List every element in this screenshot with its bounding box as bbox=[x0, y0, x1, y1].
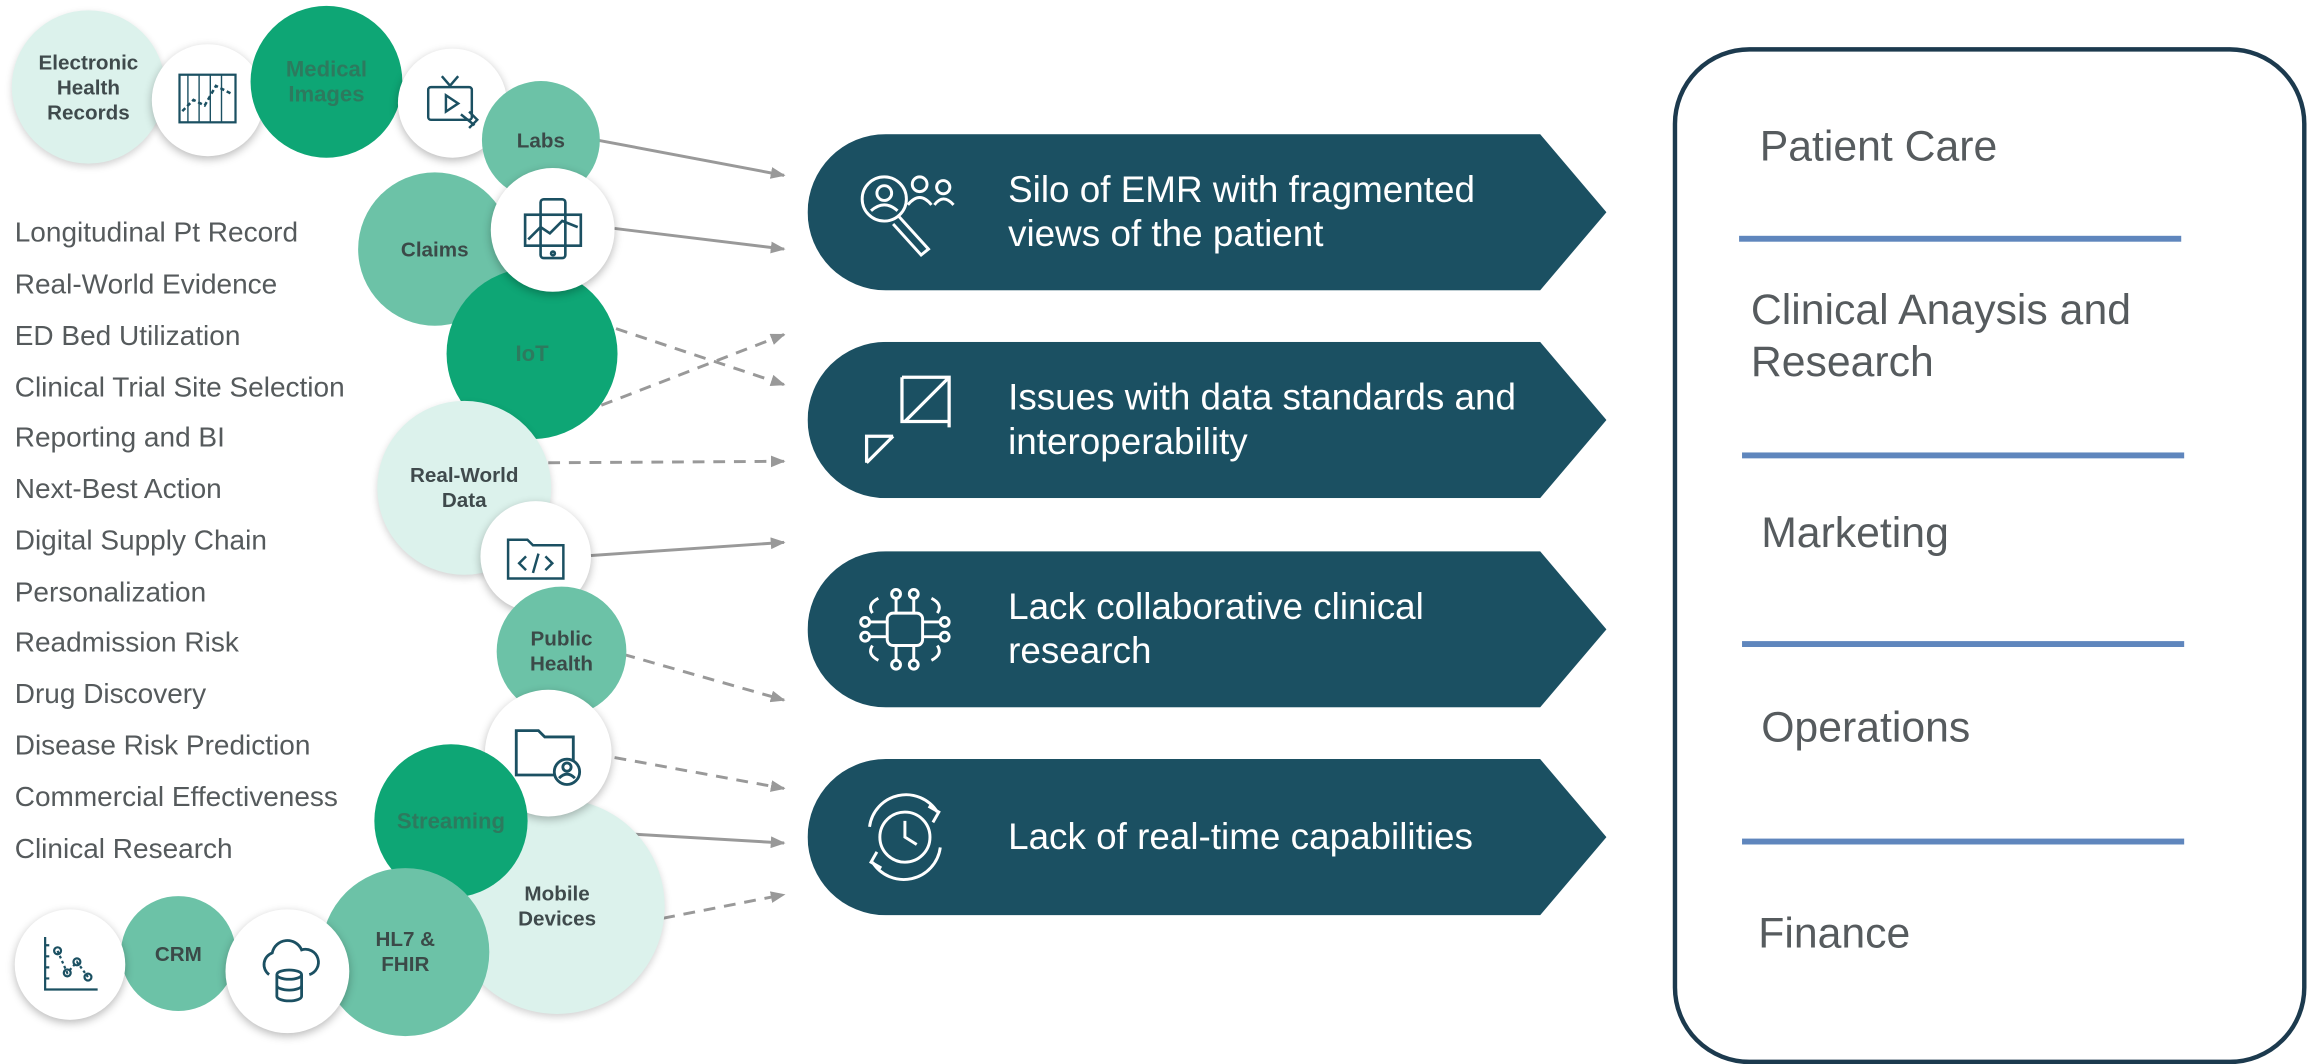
issue-text: Silo of EMR with fragmented views of the… bbox=[1008, 169, 1475, 255]
bubble-label: Mobile Devices bbox=[518, 881, 597, 930]
bubble-line-chart bbox=[151, 44, 264, 157]
arrow-real-world-data bbox=[548, 455, 786, 468]
bubble-label: IoT bbox=[515, 341, 549, 367]
bubble-crm: CRM bbox=[120, 896, 236, 1012]
code-folder-icon bbox=[506, 538, 565, 580]
use-case-item: Reporting and BI bbox=[14, 422, 225, 454]
bubble-cloud-database bbox=[225, 909, 350, 1034]
outcome-finance: Finance bbox=[1758, 910, 1911, 958]
diagonal-arrow-icon bbox=[864, 375, 951, 464]
bubble-medical-images: Medical Images bbox=[250, 5, 403, 158]
arrow-iot-up bbox=[600, 333, 786, 407]
issue-text: Lack collaborative clinical research bbox=[1008, 586, 1424, 673]
use-case-item: Disease Risk Prediction bbox=[14, 731, 311, 762]
issue-card: Silo of EMR with fragmented views of the… bbox=[807, 134, 1607, 291]
use-case-item: Next-Best Action bbox=[14, 474, 222, 506]
issue-text: Lack of real-time capabilities bbox=[1008, 816, 1473, 858]
issue-card: Issues with data standards and interoper… bbox=[807, 341, 1607, 499]
use-case-item: Digital Supply Chain bbox=[14, 526, 267, 558]
bubble-electronic-health-records: Electronic Health Records bbox=[11, 10, 166, 164]
arrow-labs bbox=[596, 138, 786, 179]
arrow-mobile-devices bbox=[662, 891, 786, 920]
outcome-operations: Operations bbox=[1761, 704, 1971, 752]
bubble-label: HL7 & FHIR bbox=[375, 927, 436, 976]
use-case-item: Clinical Trial Site Selection bbox=[14, 372, 345, 404]
mobile-analytics-icon bbox=[523, 197, 582, 260]
arrow-user-folder bbox=[614, 756, 786, 792]
cloud-database-icon bbox=[262, 938, 320, 1003]
use-case-item: Real-World Evidence bbox=[14, 269, 278, 301]
bubble-label: Labs bbox=[516, 127, 565, 152]
use-case-item: Clinical Research bbox=[14, 834, 233, 866]
bubble-streaming: Streaming bbox=[374, 744, 528, 898]
outcome-divider bbox=[1742, 641, 2185, 647]
outcome-patient-care: Patient Care bbox=[1759, 123, 1998, 171]
bubble-label: Medical Images bbox=[285, 56, 367, 107]
bubble-mobile-analytics bbox=[490, 168, 615, 292]
bubble-label: Real-World Data bbox=[409, 462, 519, 512]
bubble-hl7-fhir: HL7 & FHIR bbox=[321, 868, 490, 1037]
bubble-label: Public Health bbox=[529, 626, 594, 676]
scatter-plot-icon bbox=[44, 936, 98, 991]
line-chart-icon bbox=[178, 73, 237, 124]
user-folder-icon bbox=[515, 729, 582, 787]
issue-chevron-shape bbox=[807, 551, 1607, 708]
circuit-brain-icon bbox=[859, 588, 951, 671]
bubble-label: Claims bbox=[400, 236, 469, 261]
use-case-item: Drug Discovery bbox=[14, 679, 207, 711]
outcome-clinical-analysis: Clinical Anaysis and Research bbox=[1750, 287, 2131, 387]
bubble-label: CRM bbox=[154, 941, 202, 965]
issue-chevron-shape bbox=[807, 134, 1607, 291]
issue-card: Lack of real-time capabilities bbox=[807, 759, 1607, 916]
bubble-label: Electronic Health Records bbox=[38, 49, 139, 124]
issue-text: Issues with data standards and interoper… bbox=[1008, 377, 1517, 463]
clock-cycle-icon bbox=[868, 793, 942, 881]
arrow-streaming bbox=[633, 832, 786, 849]
bubble-label: Streaming bbox=[396, 808, 506, 834]
outcome-divider bbox=[1739, 235, 2182, 242]
use-case-item: Longitudinal Pt Record bbox=[14, 218, 299, 250]
issue-chevron-shape bbox=[807, 759, 1607, 916]
use-case-item: Commercial Effectiveness bbox=[14, 782, 338, 814]
use-case-item: Personalization bbox=[14, 577, 207, 609]
use-case-item: ED Bed Utilization bbox=[14, 321, 241, 353]
issue-card: Lack collaborative clinical research bbox=[807, 551, 1607, 708]
use-case-item: Readmission Risk bbox=[14, 627, 239, 659]
outcome-marketing: Marketing bbox=[1761, 509, 1949, 558]
outcome-divider bbox=[1742, 838, 2185, 845]
arrow-public-health bbox=[623, 652, 786, 703]
arrow-mobile-analytics bbox=[614, 226, 786, 254]
bubble-scatter-plot bbox=[14, 909, 126, 1020]
arrow-code-folder bbox=[589, 537, 786, 558]
people-search-icon bbox=[860, 175, 955, 257]
issue-chevron-shape bbox=[807, 341, 1607, 499]
arrow-iot-down bbox=[615, 327, 786, 387]
video-screen-icon bbox=[426, 75, 479, 129]
outcome-divider bbox=[1742, 452, 2185, 459]
